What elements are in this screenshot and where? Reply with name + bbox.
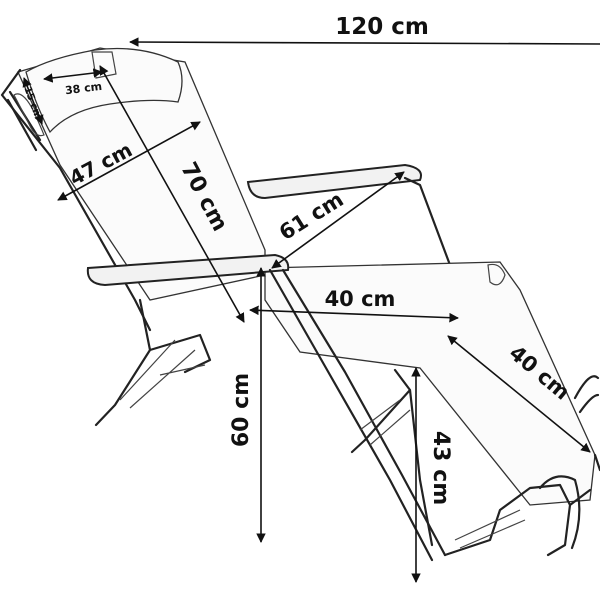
dim-line-pillow-height: [22, 77, 44, 125]
dim-line-seat-width: [249, 305, 459, 323]
rear-leg-frame: [94, 298, 212, 427]
front-leg-brace: [359, 399, 411, 446]
label-seat-width: 40 cm: [325, 287, 396, 311]
dim-line-total-length: [129, 37, 600, 47]
label-seat-height: 60 cm: [229, 373, 254, 447]
footrest-cross: [454, 509, 526, 549]
dimension-lines: [22, 37, 600, 583]
foot-end-handle: [573, 375, 600, 414]
label-total-length: 120 cm: [335, 14, 429, 40]
dim-line-leg-section: [447, 335, 591, 453]
lounger-illustration: [0, 47, 600, 562]
armrest-right-support: [403, 176, 452, 267]
foot-end-bar: [593, 453, 600, 472]
footrest-loop: [538, 475, 581, 550]
rear-leg-brace: [119, 339, 206, 409]
label-pillow-width: 38 cm: [64, 80, 102, 97]
dim-line-pillow-width: [43, 68, 103, 83]
dim-line-backrest-length: [99, 65, 245, 323]
seat-handle: [487, 263, 506, 286]
dim-line-armrest-diag: [271, 171, 405, 269]
label-leg-height: 43 cm: [428, 431, 453, 505]
main-frame-bar-1: [268, 268, 434, 562]
